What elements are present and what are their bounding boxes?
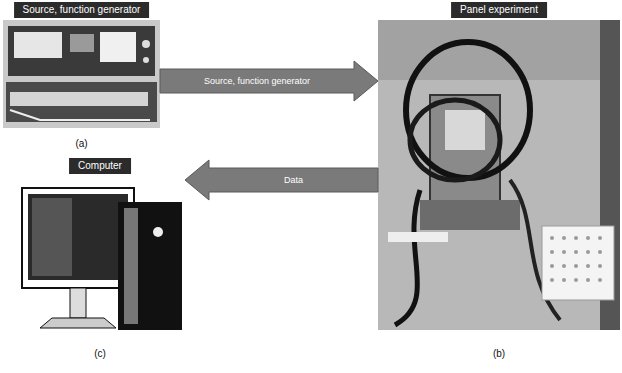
breadboard — [542, 226, 614, 300]
figure-panel: Panel experiment (b) — [378, 2, 620, 360]
screen-glare — [32, 198, 72, 276]
test-panel — [445, 110, 485, 150]
instrument-panel — [70, 34, 94, 52]
instrument-strip — [10, 92, 148, 106]
monitor-neck — [70, 288, 86, 318]
arrow-label: Source, function generator — [202, 76, 312, 87]
breadboard-holes — [550, 236, 602, 282]
photo-ground — [3, 20, 160, 128]
figure-panel: Computer (c) — [15, 158, 185, 360]
power-button — [153, 227, 163, 237]
rig-base — [420, 200, 520, 230]
panel-caption: (b) — [493, 348, 505, 360]
panel-caption: (c) — [94, 348, 106, 360]
cable — [10, 110, 150, 120]
instrument-bottom — [6, 82, 157, 122]
monitor-screen — [28, 194, 128, 280]
knob — [142, 40, 150, 48]
monitor-frame — [22, 188, 134, 288]
figure-panel: Source, function generator (a) — [3, 2, 160, 150]
monitor-stand — [40, 318, 116, 328]
cable-loop — [410, 100, 500, 180]
instrument-top — [8, 26, 155, 76]
arrow-label: Data — [282, 175, 305, 186]
cable — [395, 190, 420, 325]
instrument-display — [100, 32, 136, 62]
panel-heading: Computer — [69, 158, 131, 174]
instrument-screen — [14, 32, 62, 58]
computer-drawing — [22, 188, 182, 330]
block-arrow — [185, 160, 378, 200]
tower — [118, 202, 182, 330]
knob — [143, 57, 149, 63]
block-arrow — [160, 61, 378, 101]
tower-highlight — [124, 208, 138, 324]
panel-photo — [378, 20, 620, 330]
panel-caption: (a) — [75, 138, 87, 150]
photo-ground — [378, 20, 620, 330]
panel-heading: Panel experiment — [451, 2, 547, 18]
panel-heading: Source, function generator — [14, 2, 150, 18]
ribbon-cable — [388, 232, 448, 242]
generator-photo — [3, 20, 160, 128]
